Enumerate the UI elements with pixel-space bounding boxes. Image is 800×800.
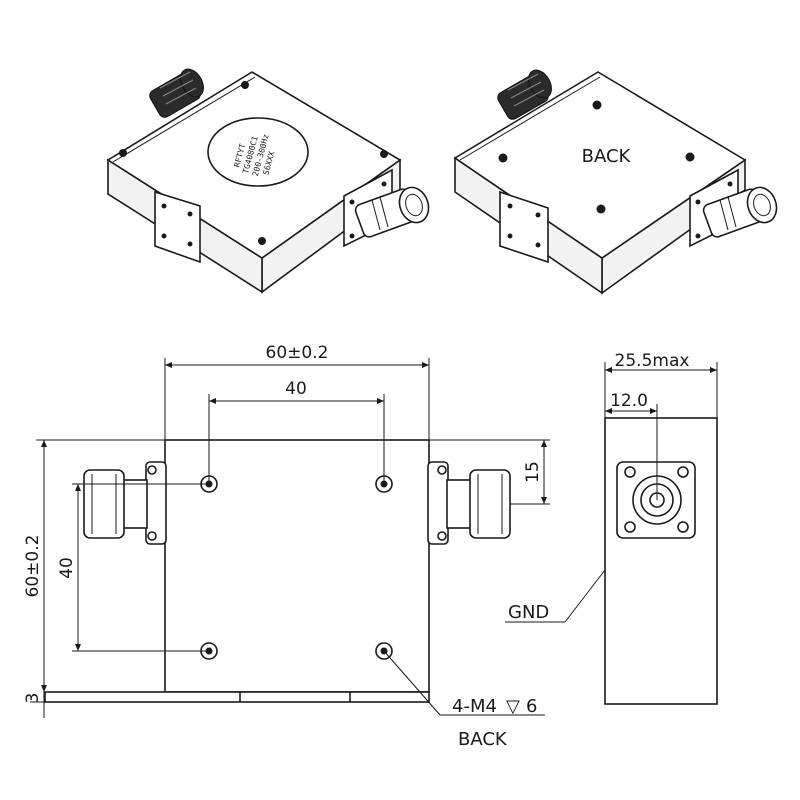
back-label: BACK — [582, 146, 632, 167]
dim-base: 3 — [23, 692, 45, 718]
gnd-label: GND — [508, 602, 549, 623]
side-body — [604, 417, 718, 705]
product-label-oval — [207, 117, 309, 187]
connector-right-front — [354, 186, 430, 238]
dim-depth: 25.5max — [604, 351, 718, 418]
dim-side-port-offset: 12.0 — [604, 391, 658, 500]
hole-note-back: BACK — [458, 729, 508, 750]
connector-right-back — [702, 186, 778, 238]
hole-depth: 6 — [526, 696, 537, 717]
dim-hole-span-y: 40 — [57, 483, 209, 652]
gnd-callout: GND — [505, 569, 606, 623]
side-view: 25.5max 12.0 GND — [505, 351, 718, 705]
dim-side-port-offset-text: 12.0 — [610, 391, 648, 411]
dim-depth-text: 25.5max — [615, 351, 690, 371]
depth-symbol: ▽ — [506, 696, 520, 717]
dim-hole-span-y-text: 40 — [57, 557, 77, 579]
dim-width: 60±0.2 — [164, 343, 430, 440]
hole-note: 4-M4 — [452, 696, 497, 717]
dim-height-text: 60±0.2 — [23, 535, 43, 598]
top-view: 60±0.2 40 60±0.2 40 15 — [23, 343, 550, 750]
hole-callout: 4-M4 ▽ 6 BACK — [383, 650, 545, 750]
connector-right-2d — [427, 461, 511, 545]
connector-top-back — [497, 69, 552, 120]
dim-height: 60±0.2 — [23, 439, 165, 692]
connector-left-2d — [83, 461, 167, 545]
iso-view-back: BACK — [453, 69, 778, 295]
dim-width-text: 60±0.2 — [266, 343, 329, 363]
dim-base-text: 3 — [23, 693, 43, 704]
iso-view-front: RFTYT TG4080C1 200-300Hz S6XXX — [106, 68, 430, 294]
dim-hole-span-x: 40 — [208, 379, 385, 484]
connector-top-left — [149, 68, 204, 118]
dim-port-offset-text: 15 — [523, 461, 543, 483]
product-label-text: RFTYT TG4080C1 200-300Hz S6XXX — [233, 133, 277, 177]
dim-hole-span-x-text: 40 — [285, 379, 307, 399]
dim-port-offset: 15 — [429, 439, 550, 505]
